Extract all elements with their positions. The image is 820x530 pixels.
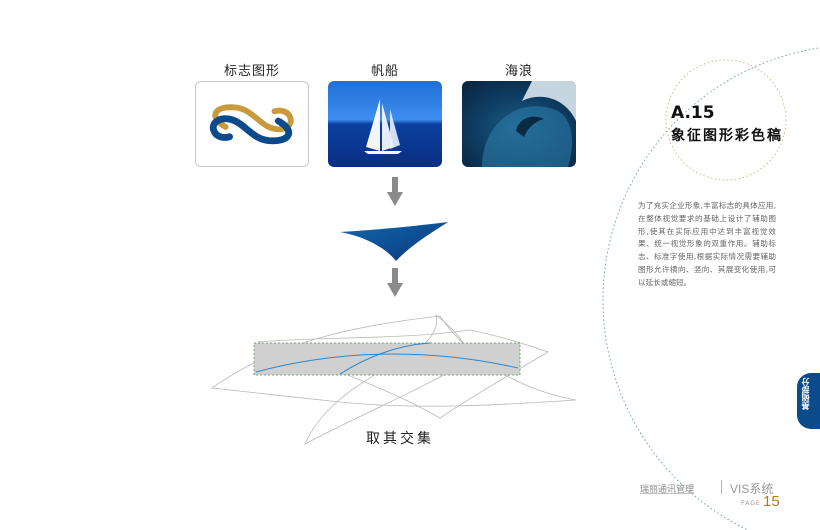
- wave-photo-card: [462, 81, 576, 167]
- footer-page-number: 15: [763, 493, 780, 510]
- source-label-logo: 标志图形: [223, 64, 280, 79]
- intersection-caption: 取其交集: [366, 431, 434, 447]
- side-tab[interactable]: [797, 373, 820, 429]
- logo-symbol-icon: [209, 104, 294, 145]
- intersection-blue-arcs: [255, 342, 519, 375]
- logo-symbol-card: [195, 81, 309, 167]
- outline-shape-2: [257, 329, 549, 419]
- large-dotted-circle: [602, 47, 820, 530]
- section-number: A.15: [671, 103, 715, 123]
- wave-photo: [462, 81, 576, 167]
- section-description: 为了充实企业形象,丰富标志的具体应用,在整体视觉要求的基础上设计了辅助图形,使其…: [638, 201, 776, 287]
- down-arrow-icon: [387, 268, 403, 297]
- sailboat-photo: [328, 81, 442, 167]
- source-label-sailboat: 帆船: [370, 64, 399, 79]
- footer-page-label: PAGE: [741, 500, 761, 507]
- small-dotted-circle: [665, 59, 787, 181]
- down-arrow-icon: [387, 177, 403, 206]
- blue-ribbon-shape: [340, 222, 448, 261]
- source-label-wave: 海浪: [504, 64, 533, 79]
- footer-brand: 瑞丽通讯管理: [640, 485, 695, 495]
- footer-system-title: VIS系统: [730, 482, 774, 496]
- blue-arc-2: [339, 342, 431, 375]
- outline-shape-1: [210, 315, 577, 407]
- side-tab-label: 基础部分: [801, 378, 810, 410]
- outline-shape-3: [304, 314, 471, 445]
- section-title: 象征图形彩色稿: [671, 128, 783, 144]
- intersection-outlines: [210, 314, 577, 445]
- intersection-highlight: [253, 342, 521, 376]
- footer-divider: [721, 480, 722, 494]
- sailboat-photo-card: [328, 81, 442, 167]
